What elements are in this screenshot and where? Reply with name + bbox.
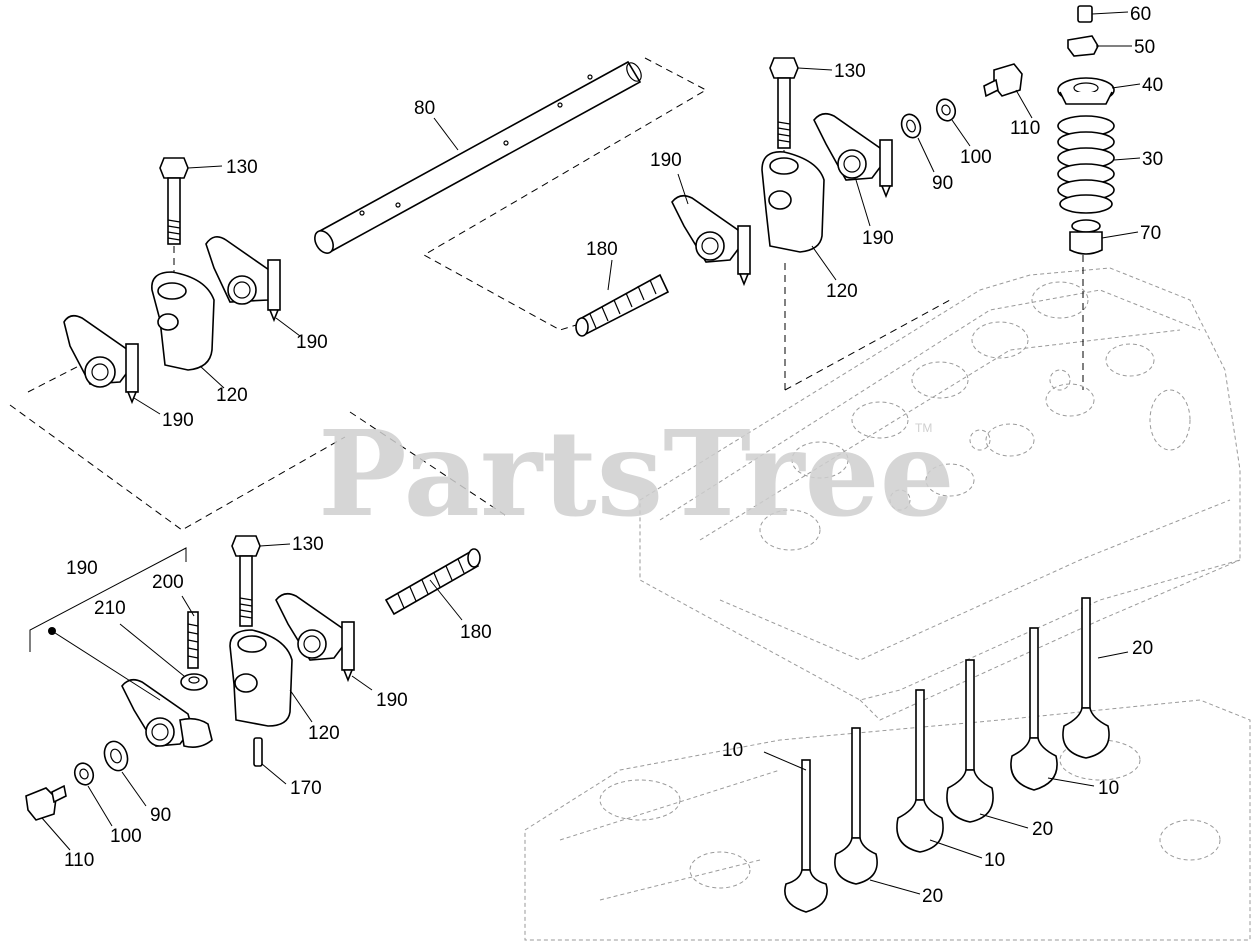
spring-180-top xyxy=(575,273,670,337)
callout-20-c: 20 xyxy=(922,886,943,907)
leader-lines xyxy=(41,11,1141,895)
callout-130-top-right: 130 xyxy=(834,61,866,82)
callout-210: 210 xyxy=(94,598,126,619)
valve-20-c xyxy=(1062,597,1110,759)
partstree-watermark: PartsTree TM xyxy=(318,404,955,543)
callout-190-top-right-b: 190 xyxy=(862,228,894,249)
callout-180-top: 180 xyxy=(586,239,618,260)
valve-keeper-50 xyxy=(1067,35,1099,57)
bolt-130-bottom xyxy=(231,535,261,627)
callout-40: 40 xyxy=(1142,75,1163,96)
valve-spring-30 xyxy=(1057,115,1115,214)
callout-200: 200 xyxy=(152,572,184,593)
rocker-arm-190-top-right-front xyxy=(671,194,751,287)
callout-80: 80 xyxy=(414,98,435,119)
callout-20-b: 20 xyxy=(1032,819,1053,840)
callout-130-bottom: 130 xyxy=(292,534,324,555)
valve-10-c xyxy=(1010,627,1058,791)
callout-10-c: 10 xyxy=(984,850,1005,871)
bolt-130-top-left xyxy=(159,157,189,282)
cylinder-head-outline xyxy=(639,267,1241,721)
callout-10-a: 10 xyxy=(722,740,743,761)
callout-labels: 60 50 40 30 70 130 110 100 90 190 190 12… xyxy=(64,4,1163,907)
callout-20-a: 20 xyxy=(1132,638,1153,659)
cylinder-block-outline xyxy=(524,699,1251,941)
rocker-support-120-top-left xyxy=(151,271,215,371)
callout-190-top-right-a: 190 xyxy=(650,150,682,171)
callout-120-top-left: 120 xyxy=(216,385,248,406)
assembly-bracket-190 xyxy=(29,547,187,701)
callout-120-top-right: 120 xyxy=(826,281,858,302)
rocker-support-120-bottom xyxy=(229,629,293,727)
adjust-screw-200 xyxy=(187,611,199,669)
rocker-arm-190-bottom-right xyxy=(275,592,355,683)
valve-20-a xyxy=(834,727,878,885)
callout-190-top-left-a: 190 xyxy=(296,332,328,353)
valve-10-b xyxy=(896,689,944,853)
watermark-text: PartsTree xyxy=(318,404,955,543)
callout-170: 170 xyxy=(290,778,322,799)
rocker-support-120-top-right xyxy=(761,151,825,253)
bolt-110-bottom xyxy=(25,784,67,821)
callout-10-b: 10 xyxy=(1098,778,1119,799)
rocker-arm-190-bottom-left xyxy=(121,678,213,748)
washer-90-bottom xyxy=(103,740,129,772)
valve-10-a xyxy=(784,759,828,913)
watermark-trademark: TM xyxy=(915,421,932,435)
washer-100-top-right xyxy=(935,98,957,122)
callout-60: 60 xyxy=(1130,4,1151,25)
bolt-110-top-right xyxy=(983,63,1023,98)
callout-190-bottom: 190 xyxy=(376,690,408,711)
callout-100-bottom: 100 xyxy=(110,826,142,847)
callout-70: 70 xyxy=(1140,223,1161,244)
callout-110-top-right: 110 xyxy=(1010,118,1040,139)
nut-210 xyxy=(180,673,208,691)
callout-90-bottom: 90 xyxy=(150,805,171,826)
callout-190-top-left-b: 190 xyxy=(162,410,194,431)
valve-cap-60 xyxy=(1077,5,1093,23)
callout-120-bottom: 120 xyxy=(308,723,340,744)
rocker-arm-190-top-left-upper xyxy=(205,236,281,323)
washer-100-bottom xyxy=(73,762,95,786)
bolt-130-top-right xyxy=(769,57,799,160)
valve-20-b xyxy=(946,659,994,823)
callout-130-top-left: 130 xyxy=(226,157,258,178)
washer-90-top-right xyxy=(900,113,922,139)
rocker-shaft xyxy=(314,60,642,254)
callout-100-top-right: 100 xyxy=(960,147,992,168)
callout-110-bottom: 110 xyxy=(64,850,94,871)
callout-180-bottom: 180 xyxy=(460,622,492,643)
rocker-arm-190-top-right-back xyxy=(813,112,893,199)
callout-50: 50 xyxy=(1134,37,1155,58)
spring-retainer-40 xyxy=(1057,77,1115,105)
valves xyxy=(784,597,1110,913)
callout-30: 30 xyxy=(1142,149,1163,170)
callout-190-assembly: 190 xyxy=(66,558,98,579)
spring-180-bottom xyxy=(384,548,481,616)
rocker-arm-190-top-left-lower xyxy=(63,314,139,405)
pin-170 xyxy=(253,737,263,767)
callout-90-top-right: 90 xyxy=(932,173,953,194)
valve-seal-70 xyxy=(1069,219,1103,255)
